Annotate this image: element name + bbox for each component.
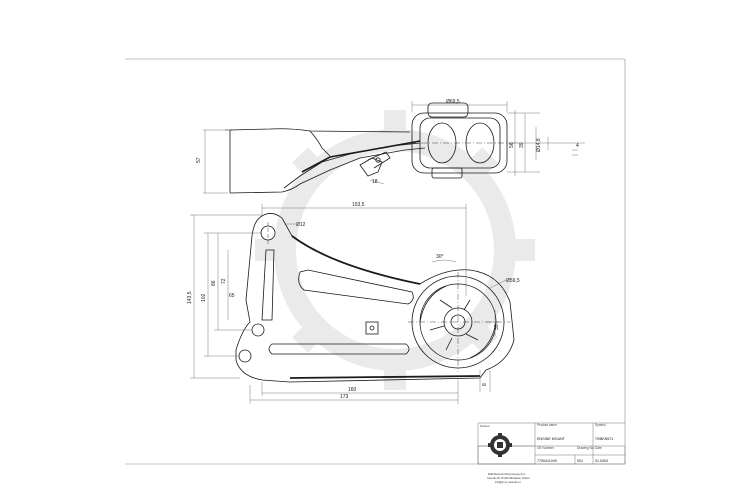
side-view [225,102,520,194]
vertical-slot [261,249,275,321]
company-line1: EMM Maximeti Motoryzacyjnej S.A. [488,473,526,476]
sheet-frame [125,58,626,465]
dim-plan-b8: 8 [482,383,488,386]
dim-plan-b160: 160 [348,387,357,393]
dim-plan-h-72: 72 [221,278,227,284]
arm-web-line [301,140,421,173]
title-block: Producer EMM Maximeti Motoryzacyjnej S.A… [477,422,626,484]
company-line3: info@jpn.pl, www.dcn.pl [495,481,521,484]
dim-plan-bush: Ø59,5 [506,278,520,284]
date-label: Date [595,446,602,450]
dim-plan-width: 153,5 [352,202,365,208]
producer-logo-icon [488,433,512,457]
dim-top-width: Ø69,5 [446,99,460,105]
dim-plan-h-102: 102 [201,293,207,302]
company-line2: Opoczka 45, 87-800 Włocławek, Poland [487,477,530,480]
drawing-no-label: Drawing No. [577,446,595,450]
symbol-label: Symbol [595,423,606,427]
arm-lower-outline [229,147,426,194]
dim-plan-b173: 173 [340,394,349,400]
side-view-dimensions [203,101,585,194]
arm-upper-outline [229,128,411,133]
inner-edge-thick [291,235,421,285]
oe-number-label: OE Number [537,446,555,450]
watermark-gear-icon [255,110,535,390]
square-tab [365,321,379,335]
product-name-value: ENGINE MOUNT [537,437,566,441]
dim-plan-hole: Ø12 [296,222,306,228]
upper-slot [298,269,414,305]
plan-view-labels: 153,5 Ø12 143,5 102 86 72 65 30° Ø59,5 3… [187,202,520,400]
date-value: 01.0303 [595,459,608,463]
dim-top-h3: 39 [519,142,525,148]
drawing-no-value: 001 [577,459,583,463]
side-view-labels: Ø69,5 57 56 39 Ø14,8 4 18 [196,99,579,185]
dim-plan-r: 65 [229,293,235,299]
dim-top-h5: 4 [576,143,579,149]
dim-plan-angle: 30° [436,254,444,260]
producer-label: Producer [480,425,490,428]
dim-top-h2: 56 [509,142,515,148]
dim-top-small: 18 [372,179,378,185]
mounting-hole-lower [251,323,265,337]
dim-top-h1: 57 [196,157,202,163]
dim-plan-offset: 33 [494,324,500,330]
oe-number-value: 7700411049 [537,459,557,463]
product-name-label: Product name [537,423,557,427]
mounting-hole-bottom [238,349,252,363]
plan-view-dimensions [190,204,507,404]
bottom-edge-thick [289,375,481,379]
symbol-value: 70/BKN571 [595,437,613,441]
clip-bracket [359,157,383,177]
lower-slot [268,343,410,355]
dim-plan-h-total: 143,5 [187,291,193,304]
dim-plan-h-86: 86 [211,280,217,286]
dim-top-h4: Ø14,8 [536,138,542,152]
